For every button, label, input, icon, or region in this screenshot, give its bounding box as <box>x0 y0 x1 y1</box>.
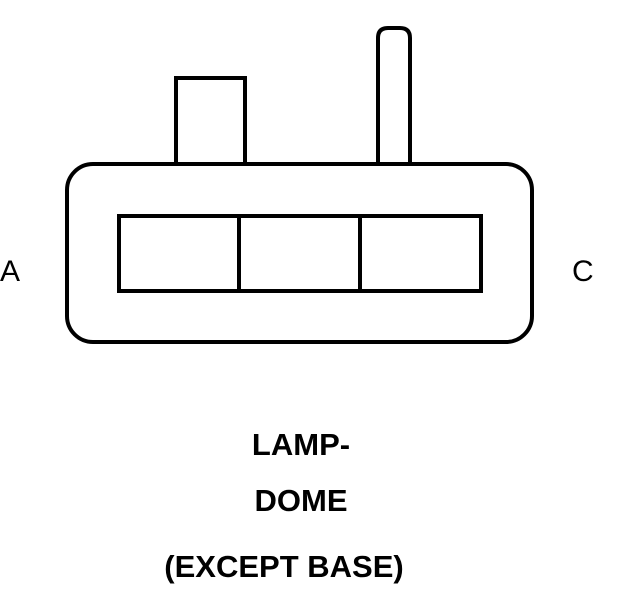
caption-line-3: (EXCEPT BASE) <box>164 549 403 584</box>
terminal-cavity-row <box>117 214 483 293</box>
locking-tab <box>174 76 247 166</box>
caption-line-2: DOME <box>255 483 348 518</box>
key-post <box>376 26 412 164</box>
pin-label-a: A <box>0 255 20 288</box>
connector-body <box>65 162 534 344</box>
caption-line-1: LAMP- <box>252 427 350 462</box>
pin-label-c: C <box>572 255 594 288</box>
